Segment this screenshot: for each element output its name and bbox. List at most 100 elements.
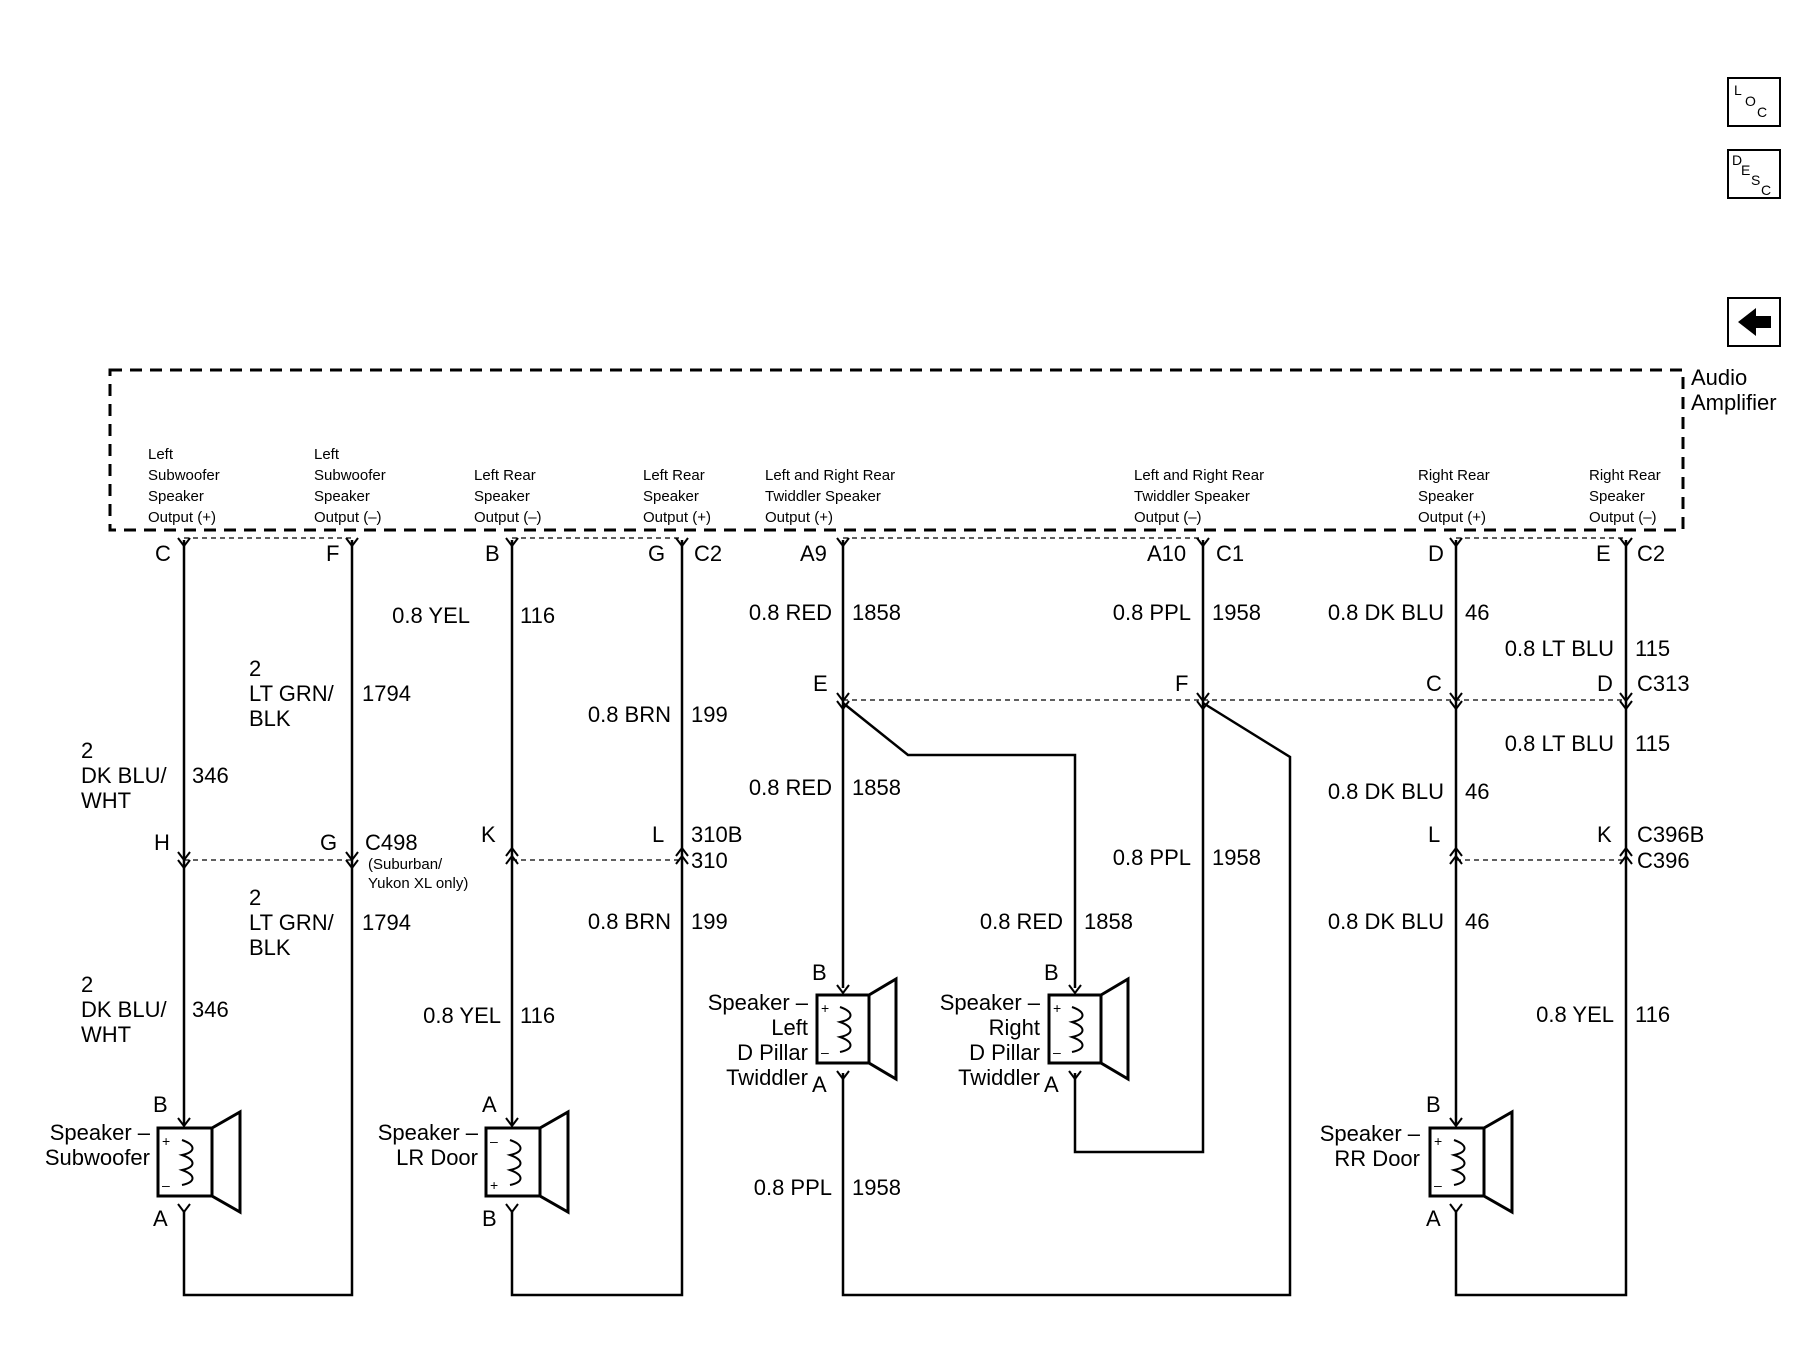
- svg-text:Left: Left: [314, 446, 340, 463]
- amp-pin-a9: A9: [800, 541, 827, 566]
- svg-text:Speaker: Speaker: [148, 488, 204, 505]
- speaker-right-twiddler: + – B A Speaker – Right D Pillar Twiddle…: [940, 960, 1130, 1097]
- svg-text:Output (–): Output (–): [314, 509, 382, 526]
- component-label-line2: Amplifier: [1691, 390, 1777, 415]
- wire-label-rr-minus-3: 0.8 YEL: [1536, 1002, 1614, 1027]
- svg-text:Speaker –: Speaker –: [50, 1120, 151, 1145]
- wire-label-rr-plus-3: 0.8 DK BLU: [1328, 909, 1444, 934]
- desc-letter-c: C: [1761, 182, 1771, 198]
- wire-label-tw-minus-2: 0.8 PPL: [1113, 845, 1191, 870]
- location-button[interactable]: L O C: [1727, 77, 1785, 131]
- wire-label-lr-minus-2: 0.8 YEL: [423, 1003, 501, 1028]
- c396-label: C396: [1637, 848, 1690, 873]
- c310-label: 310: [691, 848, 728, 873]
- svg-text:Output (–): Output (–): [1134, 509, 1202, 526]
- svg-text:Speaker –: Speaker –: [378, 1120, 479, 1145]
- svg-text:Speaker: Speaker: [1589, 488, 1645, 505]
- svg-text:Speaker –: Speaker –: [708, 990, 809, 1015]
- wire-size-sub-plus-1: 2: [81, 738, 93, 763]
- loc-letter-l: L: [1734, 82, 1742, 98]
- svg-text:Left: Left: [771, 1015, 808, 1040]
- back-button[interactable]: [1727, 297, 1785, 351]
- wire-circuit-lr-minus-1: 116: [520, 603, 555, 628]
- c313-pin-f: F: [1175, 671, 1188, 696]
- wire-label-tw-minus-1: 0.8 PPL: [1113, 600, 1191, 625]
- svg-text:Twiddler Speaker: Twiddler Speaker: [765, 488, 881, 505]
- coil-icon: [1068, 1006, 1084, 1053]
- c310b-label: 310B: [691, 822, 742, 847]
- wire-label-tw-minus-3: 0.8 PPL: [754, 1175, 832, 1200]
- description-button[interactable]: D E S C: [1727, 149, 1785, 203]
- c396-pin-l: L: [1428, 822, 1440, 847]
- c310-pin-k: K: [481, 822, 496, 847]
- wire-circuit-lr-plus-1: 199: [691, 702, 728, 727]
- c396b-label: C396B: [1637, 822, 1704, 847]
- amp-pin-a10: A10: [1147, 541, 1186, 566]
- svg-text:–: –: [490, 1133, 498, 1149]
- wire-circuit-tw-plus-2: 1858: [852, 775, 901, 800]
- wire-label-lr-plus-2: 0.8 BRN: [588, 909, 671, 934]
- wire-circuit-rr-minus-1: 115: [1635, 636, 1670, 661]
- wire-circuit-rr-plus-2: 46: [1465, 779, 1489, 804]
- rtw-pin-b: B: [1044, 960, 1059, 985]
- c498-pin-h: H: [154, 830, 170, 855]
- desc-letter-d: D: [1732, 152, 1742, 168]
- rr-pin-b: B: [1426, 1092, 1441, 1117]
- wire-circuit-sub-minus-1: 1794: [362, 681, 411, 706]
- svg-text:+: +: [162, 1133, 170, 1149]
- wire-label-lr-plus-1: 0.8 BRN: [588, 702, 671, 727]
- wire-circuit-lr-plus-2: 199: [691, 909, 728, 934]
- svg-text:+: +: [1434, 1133, 1442, 1149]
- amp-pin-b: B: [485, 541, 500, 566]
- svg-text:Speaker: Speaker: [474, 488, 530, 505]
- wire-color-sub-minus-1a: LT GRN/: [249, 681, 335, 706]
- ltw-pin-b: B: [812, 960, 827, 985]
- amp-pin-e: E: [1596, 541, 1611, 566]
- speaker-lr-door: – + A B Speaker – LR Door: [378, 1092, 570, 1231]
- c498-note-line2: Yukon XL only): [368, 875, 468, 892]
- speaker-subwoofer: + – B A Speaker – Subwoofer: [45, 1092, 242, 1231]
- svg-text:Output (+): Output (+): [765, 509, 833, 526]
- speaker-left-twiddler: + – B A Speaker – Left D Pillar Twiddler: [708, 960, 898, 1097]
- lower-connector-terminals: [177, 846, 1633, 870]
- svg-text:–: –: [1053, 1044, 1061, 1060]
- lr-pin-a: A: [482, 1092, 497, 1117]
- svg-text:Output (–): Output (–): [1589, 509, 1657, 526]
- wire-circuit-rr-minus-2: 115: [1635, 731, 1670, 756]
- svg-text:Subwoofer: Subwoofer: [45, 1145, 150, 1170]
- svg-text:LR Door: LR Door: [396, 1145, 478, 1170]
- wire-size-sub-minus-1: 2: [249, 656, 261, 681]
- svg-text:+: +: [821, 1000, 829, 1016]
- svg-text:D Pillar: D Pillar: [737, 1040, 808, 1065]
- wire-color-sub-plus-1a: DK BLU/: [81, 763, 167, 788]
- wire-1958-right: [1073, 540, 1205, 1154]
- wire-circuit-tw-minus-1: 1958: [1212, 600, 1261, 625]
- desc-letter-e: E: [1741, 162, 1750, 178]
- component-label-line1: Audio: [1691, 365, 1747, 390]
- left-arrow-icon: [1738, 308, 1771, 336]
- svg-text:+: +: [490, 1177, 498, 1193]
- amp-connector-c1-label: C1: [1216, 541, 1244, 566]
- audio-amplifier-box: [108, 368, 1685, 532]
- svg-text:D Pillar: D Pillar: [969, 1040, 1040, 1065]
- svg-text:–: –: [1434, 1177, 1442, 1193]
- ltw-pin-a: A: [812, 1072, 827, 1097]
- amp-pin-g: G: [648, 541, 665, 566]
- svg-text:Speaker –: Speaker –: [1320, 1121, 1421, 1146]
- svg-text:RR Door: RR Door: [1334, 1146, 1420, 1171]
- wire-1858-branch: [842, 702, 1077, 988]
- svg-text:Subwoofer: Subwoofer: [314, 467, 386, 484]
- coil-icon: [178, 1139, 194, 1186]
- wire-label-rr-minus-2: 0.8 LT BLU: [1505, 731, 1614, 756]
- wire-circuit-tw-minus-2: 1958: [1212, 845, 1261, 870]
- svg-text:Twiddler: Twiddler: [726, 1065, 808, 1090]
- speaker-rr-door: + – B A Speaker – RR Door: [1320, 1092, 1514, 1231]
- svg-text:Output (–): Output (–): [474, 509, 542, 526]
- c313-pin-c: C: [1426, 671, 1442, 696]
- wire-size-sub-minus-2: 2: [249, 885, 261, 910]
- svg-text:Left Rear: Left Rear: [643, 467, 705, 484]
- svg-text:Output (+): Output (+): [643, 509, 711, 526]
